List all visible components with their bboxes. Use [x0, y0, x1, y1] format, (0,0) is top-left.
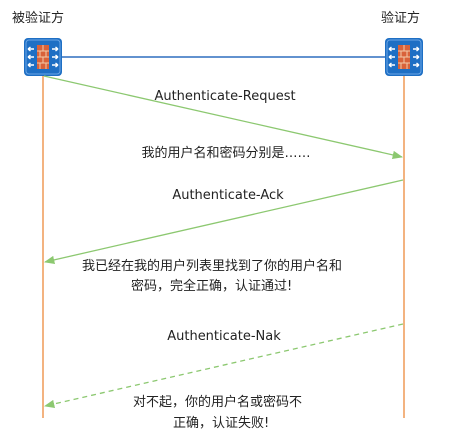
left-party-label: 被验证方 [12, 10, 64, 26]
nak-message-label: Authenticate-Nak [167, 329, 281, 344]
left-device-icon [23, 37, 63, 77]
ack-message-label: Authenticate-Ack [172, 188, 284, 203]
ack-arrow [43, 179, 404, 264]
nak-note-line2: 正确，认证失败! [173, 416, 269, 431]
right-device-icon [384, 37, 424, 77]
request-arrow [43, 75, 404, 159]
request-message-label: Authenticate-Request [154, 89, 295, 104]
nak-note-line1: 对不起，你的用户名或密码不 [133, 394, 302, 410]
right-party-label: 验证方 [381, 10, 420, 26]
ack-note-line2: 密码，完全正确，认证通过! [131, 278, 292, 294]
ack-note-line1: 我已经在我的用户列表里找到了你的用户名和 [82, 258, 342, 274]
nak-arrow [43, 323, 404, 408]
request-note: 我的用户名和密码分别是…… [141, 145, 310, 161]
